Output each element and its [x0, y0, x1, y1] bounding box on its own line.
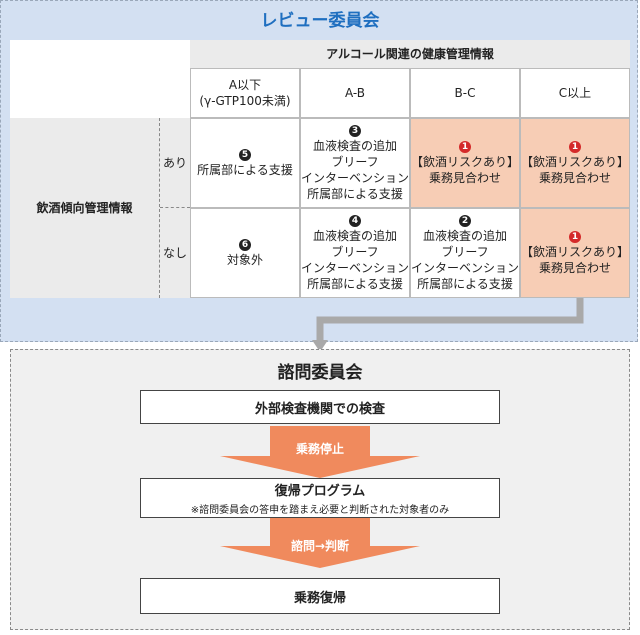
review-committee-title: レビュー委員会 — [260, 11, 380, 31]
priority-badge: 1 — [569, 230, 581, 243]
cell-line: 【飲酒リスクあり】 — [411, 154, 520, 169]
row-header: 飲酒傾向管理情報 — [10, 118, 160, 298]
step-external-test: 外部検査機関での検査 — [140, 390, 500, 424]
cell-line: インターベンション — [301, 170, 410, 185]
cell-line: 所属部による支援 — [307, 276, 403, 291]
cell-line: ブリーフ — [331, 154, 379, 169]
priority-badge: 1 — [459, 140, 471, 153]
cell-line: ブリーフ — [331, 244, 379, 259]
group-header: アルコール関連の健康管理情報 — [190, 40, 630, 68]
cell-line: 血液検査の追加 — [312, 138, 397, 153]
priority-badge: 1 — [569, 140, 581, 153]
cell-line: 所属部による支援 — [197, 162, 293, 177]
step-return-program: 復帰プログラム※諮問委員会の答申を踏まえ必要と判断された対象者のみ — [140, 478, 500, 518]
row-label-yes: あり — [160, 118, 190, 208]
priority-badge: 6 — [239, 238, 251, 251]
matrix-cell: 1【飲酒リスクあり】乗務見合わせ — [520, 118, 630, 208]
priority-badge: 4 — [349, 214, 361, 227]
priority-badge: 3 — [349, 124, 361, 137]
col-header-a: A以下(γ-GTP100未満) — [190, 68, 300, 118]
matrix-cell: 1【飲酒リスクあり】乗務見合わせ — [520, 208, 630, 298]
cell-line: 乗務見合わせ — [538, 170, 611, 185]
row-label-no: なし — [160, 208, 190, 298]
col-header-bc: B-C — [410, 68, 520, 118]
cell-line: 【飲酒リスクあり】 — [521, 154, 630, 169]
arrow-label-suspend: 乗務停止 — [295, 442, 344, 456]
col-header-ab: A-B — [300, 68, 410, 118]
step2-note: ※諮問委員会の答申を踏まえ必要と判断された対象者のみ — [190, 505, 450, 516]
advisory-committee-title: 諮問委員会 — [277, 363, 363, 383]
cell-line: ブリーフ — [441, 244, 489, 259]
priority-badge: 2 — [459, 214, 471, 227]
col-header-c: C以上 — [520, 68, 630, 118]
cell-line: 血液検査の追加 — [312, 228, 397, 243]
cell-line: 【飲酒リスクあり】 — [521, 244, 630, 259]
cell-line: 血液検査の追加 — [422, 228, 507, 243]
step-return-duty: 乗務復帰 — [140, 578, 500, 614]
arrow-label-judgement: 諮問→判断 — [290, 539, 350, 553]
cell-line: 所属部による支援 — [307, 186, 403, 201]
cell-line: 乗務見合わせ — [428, 170, 501, 185]
blank-corner — [10, 40, 190, 118]
priority-badge: 5 — [239, 148, 251, 161]
cell-line: 乗務見合わせ — [538, 260, 611, 275]
cell-line: 所属部による支援 — [417, 276, 513, 291]
cell-line: インターベンション — [411, 260, 520, 275]
cell-line: インターベンション — [301, 260, 410, 275]
matrix-cell: 1【飲酒リスクあり】乗務見合わせ — [410, 118, 520, 208]
cell-line: 対象外 — [226, 252, 263, 267]
